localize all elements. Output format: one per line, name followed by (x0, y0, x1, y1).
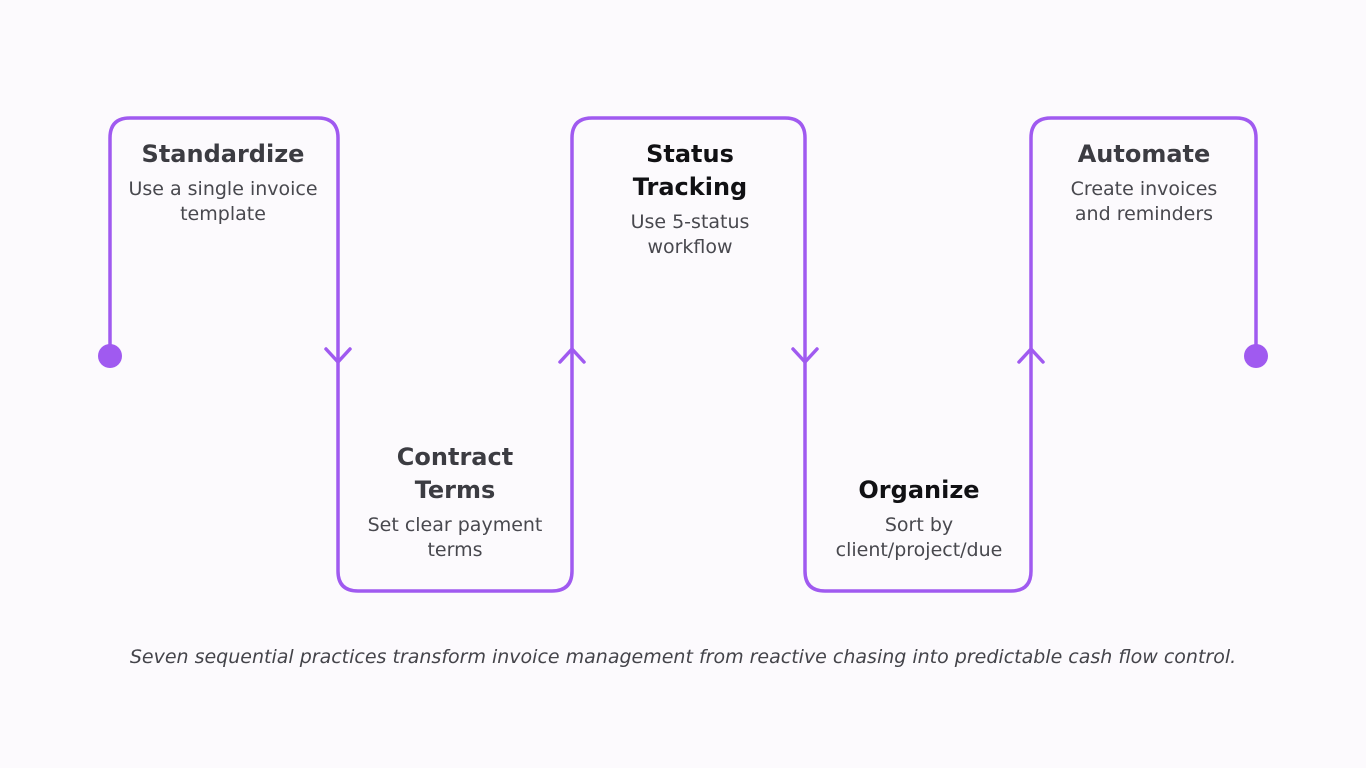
serpentine-connector-line (108, 116, 1258, 593)
step-description: Create invoices and reminders (1070, 178, 1218, 225)
step-automate: Automate Create invoices and reminders (1054, 138, 1234, 227)
step-status-tracking: Status Tracking Use 5-status workflow (604, 138, 776, 260)
step-title: Contract Terms (396, 443, 514, 504)
step-description: Set clear payment terms (367, 514, 543, 561)
step-contract-terms: Contract Terms Set clear payment terms (355, 441, 555, 563)
step-description: Sort by client/project/due (835, 514, 1003, 561)
arrow-down-icon (791, 347, 819, 364)
start-dot-icon (98, 344, 122, 368)
diagram-caption: Seven sequential practices transform inv… (129, 646, 1237, 668)
arrow-down-icon (324, 347, 352, 364)
step-standardize: Standardize Use a single invoice templat… (123, 138, 323, 227)
step-organize: Organize Sort by client/project/due (819, 474, 1019, 563)
step-title: Organize (858, 476, 980, 504)
arrow-up-icon (558, 347, 586, 364)
arrow-up-icon (1017, 347, 1045, 364)
step-description: Use 5-status workflow (630, 211, 750, 258)
step-description: Use a single invoice template (128, 178, 318, 225)
step-title: Standardize (141, 140, 305, 168)
end-dot-icon (1244, 344, 1268, 368)
step-title: Status Tracking (632, 140, 748, 201)
step-title: Automate (1077, 140, 1211, 168)
